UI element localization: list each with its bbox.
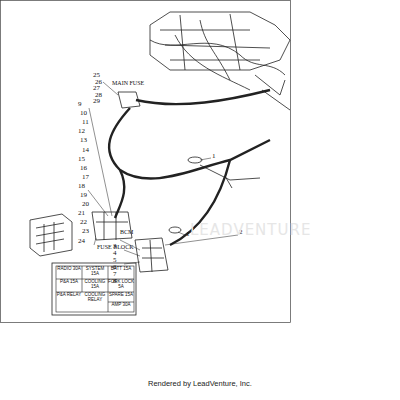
callout-number: 9 bbox=[78, 101, 82, 108]
callout-number: 20 bbox=[82, 201, 89, 208]
table-cell: COOLING 15A bbox=[82, 280, 108, 289]
callout-number: 12 bbox=[78, 128, 85, 135]
callout-number: 1 bbox=[212, 153, 216, 160]
callout-number: 1 bbox=[186, 231, 190, 238]
callout-number: 23 bbox=[82, 228, 89, 235]
callout-number: 18 bbox=[78, 183, 85, 190]
callout-number: 15 bbox=[78, 156, 85, 163]
table-cell: COOLING RELAY bbox=[82, 293, 108, 302]
watermark: LEADVENTURE bbox=[190, 223, 311, 238]
callout-number: 14 bbox=[82, 147, 89, 154]
table-cell: AMP 30A bbox=[108, 303, 134, 308]
callout-number: 13 bbox=[80, 137, 87, 144]
callout-number: 7 bbox=[113, 271, 117, 278]
callout-number: 11 bbox=[82, 119, 89, 126]
table-cell: P&A 15A bbox=[56, 280, 82, 285]
callout-number: 21 bbox=[78, 210, 85, 217]
callout-number: 16 bbox=[80, 165, 87, 172]
callout-number: 17 bbox=[82, 174, 89, 181]
table-cell: RADIO 30A bbox=[56, 267, 82, 272]
table-cell: FORK LOCK 5A bbox=[108, 280, 134, 289]
callout-number: 5 bbox=[113, 257, 117, 264]
part-label: BCM bbox=[120, 229, 133, 235]
callout-number: 24 bbox=[78, 238, 85, 245]
callout-number: 3 bbox=[113, 243, 117, 250]
caption: Rendered by LeadVenture, Inc. bbox=[148, 380, 252, 388]
callout-number: 10 bbox=[80, 110, 87, 117]
table-cell: SYSTEM 15A bbox=[82, 267, 108, 276]
callout-number: 19 bbox=[80, 192, 87, 199]
table-cell: P&A RELAY bbox=[56, 293, 82, 298]
callout-number: 4 bbox=[113, 250, 117, 257]
table-cell: BATT 15A bbox=[108, 267, 134, 272]
callout-number: 22 bbox=[80, 219, 87, 226]
table-cell: SPARE 15A bbox=[108, 293, 134, 298]
part-label: MAIN FUSE bbox=[112, 80, 144, 86]
callout-number: 29 bbox=[93, 98, 100, 105]
